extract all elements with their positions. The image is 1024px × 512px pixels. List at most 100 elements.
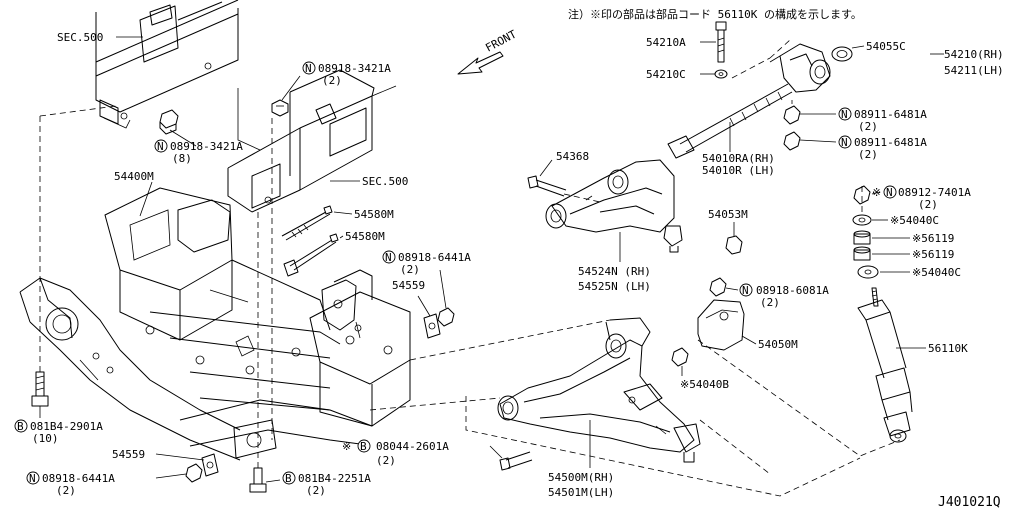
leader-54580m-a: [333, 211, 353, 215]
label-54055c: 54055C: [866, 40, 906, 53]
leader-54580m-b: [339, 235, 344, 239]
label-54559-mid: 54559: [392, 279, 425, 292]
qty-081b4-2251a: (2): [306, 484, 326, 497]
bolt-icon: [715, 21, 727, 63]
label-08918-6441a-mid: 08918-6441A: [398, 251, 471, 264]
nut-mark: N: [157, 140, 164, 153]
bushing-icon: [831, 46, 853, 62]
label-56119-b: ※56119: [912, 248, 954, 261]
label-sec500-b: SEC.500: [362, 175, 408, 188]
leader-08912-7401a: [871, 191, 881, 195]
body-member-rear-illustration: [95, 0, 239, 129]
leader-08918-6441a-mid: [439, 269, 447, 309]
qty-08918-3421a-top: (2): [322, 74, 342, 87]
nut-icon: [437, 307, 455, 327]
label-54210c: 54210C: [646, 68, 686, 81]
nut-icon: [783, 105, 801, 125]
label-54501m-lh: 54501M(LH): [548, 486, 614, 499]
qty-08044-2601a: (2): [376, 454, 396, 467]
label-54500m-rh: 54500M(RH): [548, 471, 614, 484]
label-54580m-a: 54580M: [354, 208, 394, 221]
label-081b4-2901a: 081B4-2901A: [30, 420, 103, 433]
nut-icon: [725, 235, 743, 255]
washer-icon: [857, 265, 879, 279]
label-54050m: 54050M: [758, 338, 798, 351]
nut-mark: N: [305, 62, 312, 75]
label-08911-6481a-b: 08911-6481A: [854, 136, 927, 149]
qty-08918-6081a: (2): [760, 296, 780, 309]
alignment-line: [697, 339, 901, 457]
leader-08918-3421a-left: [169, 129, 197, 147]
label-08918-3421a-top: 08918-3421A: [318, 62, 391, 75]
label-54525n-lh: 54525N (LH): [578, 280, 651, 293]
nut-mark: N: [841, 136, 848, 149]
label-08911-6481a-a: 08911-6481A: [854, 108, 927, 121]
bolt-icon: [249, 467, 267, 493]
nut-mark-icon: [302, 61, 316, 75]
nut-mark: N: [886, 186, 893, 199]
label-54010r-lh: 54010R (LH): [702, 164, 775, 177]
bolt-icon: [31, 371, 49, 407]
label-54210-rh: 54210(RH): [944, 48, 1004, 61]
label-54210a: 54210A: [646, 36, 686, 49]
leader-08044-2601a: [489, 445, 503, 459]
nut-icon: [271, 99, 289, 117]
upper-arm-illustration: [545, 159, 683, 253]
upper-link-illustration: [769, 43, 831, 93]
label-08912-7401a-prefix: ※: [872, 186, 881, 199]
bolt-icon: [499, 451, 533, 471]
qty-08911-6481a-a: (2): [858, 120, 878, 133]
nut-icon: [185, 463, 203, 483]
qty-081b4-2901a: (10): [32, 432, 59, 445]
qty-08918-3421a-left: (8): [172, 152, 192, 165]
label-54053m: 54053M: [708, 208, 748, 221]
washer-icon: [852, 214, 872, 226]
label-08918-3421a-left: 08918-3421A: [170, 140, 243, 153]
label-54040c-b: ※54040C: [912, 266, 961, 279]
qty-08918-6441a-mid: (2): [400, 263, 420, 276]
bracket-illustration: [321, 279, 362, 339]
leader-54400m: [139, 181, 153, 217]
label-08044-2601a: 08044-2601A: [376, 440, 449, 453]
bolt-mark: B: [285, 472, 292, 485]
nut-mark-icon: [382, 250, 396, 264]
leader-081b4-2251a: [265, 479, 281, 483]
label-54524n-rh: 54524N (RH): [578, 265, 651, 278]
bolt-mark: B: [360, 440, 367, 453]
bolt-mark-icon: [282, 471, 296, 485]
bolt-icon: [281, 205, 333, 241]
label-08044-prefix: ※: [342, 440, 351, 453]
nut-mark-icon: [154, 139, 168, 153]
nut-mark: N: [385, 251, 392, 264]
bolt-icon: [283, 233, 339, 277]
alignment-line: [769, 39, 791, 59]
front-arrow-icon: [457, 51, 504, 75]
bushing-icon: [853, 230, 871, 245]
nut-icon: [853, 185, 871, 205]
label-sec500-a: SEC.500: [57, 31, 103, 44]
nut-mark: N: [841, 108, 848, 121]
nut-mark-icon: [838, 135, 852, 149]
alignment-line: [369, 397, 501, 411]
diagram-code: J401021Q: [938, 495, 1001, 510]
leader-08918-6441a-low: [155, 473, 187, 479]
alignment-line: [731, 57, 771, 79]
alignment-line: [699, 419, 771, 475]
bushing-icon: [853, 246, 871, 261]
adjusting-rod-illustration: [667, 83, 793, 159]
label-54580m-b: 54580M: [345, 230, 385, 243]
label-54211-lh: 54211(LH): [944, 64, 1004, 77]
leader-08918-3421a-top: [281, 75, 301, 101]
label-54400m: 54400M: [114, 170, 154, 183]
label-54040c-a: ※54040C: [890, 214, 939, 227]
washer-icon: [201, 453, 219, 477]
label-56119-a: ※56119: [912, 232, 954, 245]
note-text: 注）※印の部品は部品コード 56110K の構成を示します。: [568, 7, 862, 21]
rebound-bumper-illustration: [697, 299, 745, 351]
alignment-line: [39, 105, 117, 117]
leader-54368: [539, 159, 553, 177]
leader-54559-mid: [417, 295, 431, 317]
nut-mark: N: [742, 284, 749, 297]
alignment-line: [563, 193, 601, 203]
bolt-icon: [527, 175, 567, 197]
